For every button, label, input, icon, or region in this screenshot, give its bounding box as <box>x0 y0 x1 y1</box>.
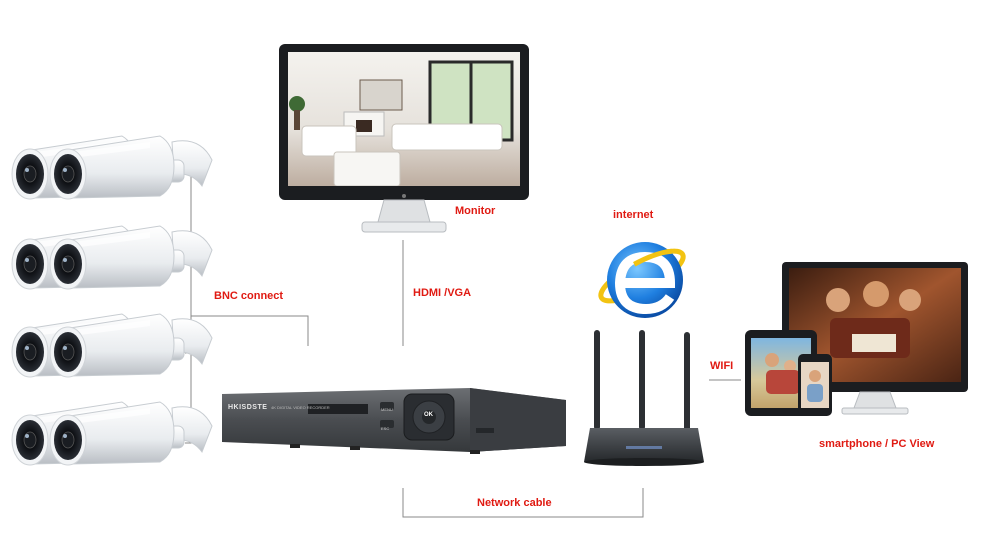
internet-explorer-icon <box>598 242 686 318</box>
internet-label: internet <box>613 209 654 221</box>
router-icon <box>584 330 704 466</box>
dvr-icon <box>222 388 566 454</box>
dvr-subtitle: 4K DIGITAL VIDEO RECORDER <box>271 405 330 410</box>
hdmi-vga-label: HDMI /VGA <box>413 287 472 299</box>
network-cable-label: Network cable <box>477 497 552 509</box>
smartphone-icon <box>798 354 832 416</box>
dvr-ok-button: OK <box>424 412 433 418</box>
bnc-connect-label: BNC connect <box>214 290 284 302</box>
dvr-menu-button: MENU <box>381 407 393 412</box>
dvr-brand-label: HKISDSTE <box>228 404 268 411</box>
dvr-esc-button: ESC <box>381 426 390 431</box>
cctv-camera-icon <box>11 135 213 466</box>
monitor-label: Monitor <box>455 205 496 217</box>
wifi-label: WIFI <box>710 360 734 372</box>
monitor-icon <box>279 44 529 233</box>
smartphone-pc-view-label: smartphone / PC View <box>819 438 935 450</box>
